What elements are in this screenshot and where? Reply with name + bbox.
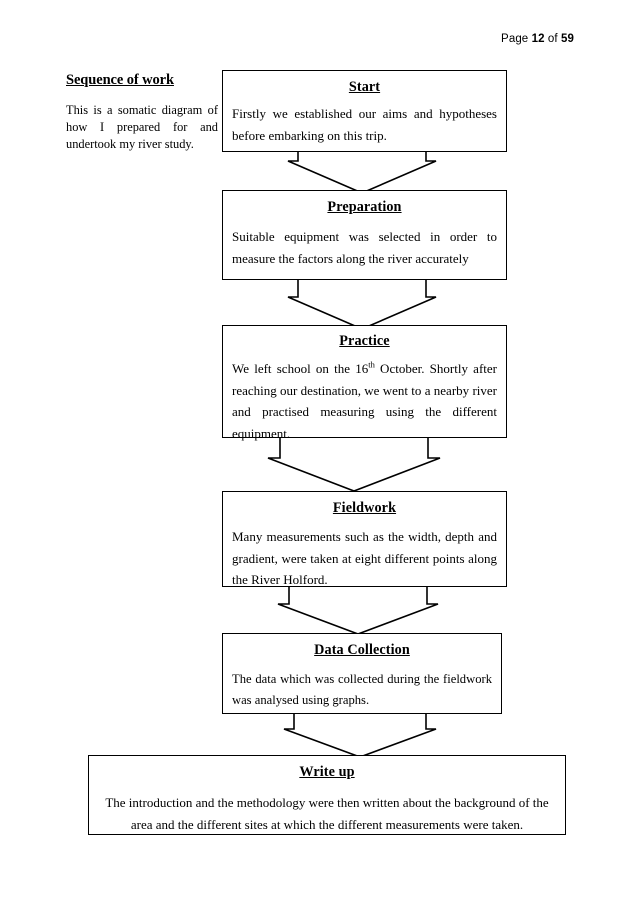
- flow-step-data-collection: Data Collection The data which was colle…: [222, 633, 502, 714]
- flow-step-practice-body-part2: October. Shortly after reaching our dest…: [232, 361, 497, 441]
- page-header-total: 59: [561, 33, 574, 45]
- page-number-header: Page 12 of 59: [501, 33, 574, 45]
- arrow-data-collection-to-write-up: [283, 710, 437, 760]
- flow-step-write-up-title: Write up: [299, 764, 355, 780]
- page-header-prefix: Page: [501, 33, 532, 45]
- page-header-current: 12: [531, 33, 545, 45]
- flow-step-fieldwork-body: Many measurements such as the width, dep…: [232, 529, 497, 587]
- flow-step-practice: Practice We left school on the 16th Octo…: [222, 325, 507, 441]
- flow-step-start-title: Start: [348, 79, 381, 95]
- flow-step-start-body: Firstly we established our aims and hypo…: [232, 106, 497, 143]
- flow-step-data-collection-title: Data Collection: [314, 642, 410, 658]
- flow-step-write-up-body: The introduction and the methodology wer…: [105, 795, 549, 832]
- page-header-middle: of: [544, 33, 561, 45]
- side-note-title: Sequence of work: [66, 72, 174, 88]
- flow-step-practice-ordinal-suffix: th: [368, 359, 375, 370]
- flow-step-start: Start Firstly we established our aims an…: [222, 70, 507, 152]
- flow-step-preparation-body: Suitable equipment was selected in order…: [232, 229, 497, 266]
- flow-step-data-collection-body: The data which was collected during the …: [232, 672, 492, 707]
- flow-step-fieldwork-title: Fieldwork: [332, 500, 397, 516]
- flow-step-fieldwork: Fieldwork Many measurements such as the …: [222, 491, 507, 587]
- flow-step-practice-body: We left school on the 16th October. Shor…: [232, 358, 497, 444]
- flow-step-write-up: Write up The introduction and the method…: [88, 755, 566, 835]
- flow-step-preparation: Preparation Suitable equipment was selec…: [222, 190, 507, 280]
- flow-step-preparation-title: Preparation: [327, 199, 402, 215]
- flow-step-practice-body-part1: We left school on the 16: [232, 361, 369, 376]
- flow-step-practice-title: Practice: [339, 333, 390, 349]
- arrow-fieldwork-to-data-collection: [277, 583, 439, 638]
- side-note: Sequence of work This is a somatic diagr…: [66, 72, 218, 153]
- side-note-body: This is a somatic diagram of how I prepa…: [66, 103, 218, 151]
